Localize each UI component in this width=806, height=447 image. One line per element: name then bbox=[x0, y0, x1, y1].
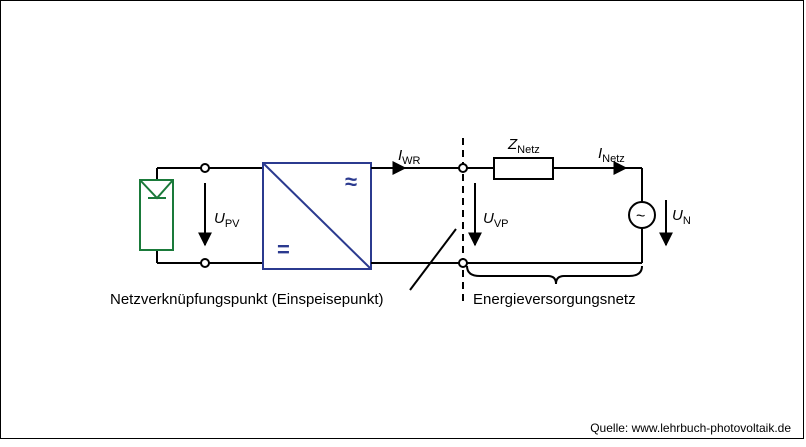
grid-brace bbox=[466, 265, 643, 285]
inverter: ≈ = bbox=[262, 162, 372, 270]
z-netz-label: ZNetz bbox=[507, 136, 540, 156]
connection-point-label: Netzverknüpfungspunkt (Einspeisepunkt) bbox=[110, 291, 384, 308]
ac-source-symbol: ~ bbox=[636, 208, 645, 225]
inverter-dc-symbol: = bbox=[277, 237, 290, 262]
inverter-ac-symbol: ≈ bbox=[345, 169, 357, 194]
u-pv-label: UPV bbox=[214, 210, 240, 230]
i-netz-label: INetz bbox=[598, 145, 625, 165]
u-n-label: UN bbox=[672, 207, 691, 227]
terminal-top-left bbox=[200, 163, 210, 173]
connection-point-leader bbox=[409, 228, 457, 291]
u-vp-label: UVP bbox=[483, 210, 509, 230]
grid-label: Energieversorgungsnetz bbox=[473, 291, 636, 308]
terminal-top-right bbox=[458, 163, 468, 173]
terminal-bottom-left bbox=[200, 258, 210, 268]
pv-module bbox=[139, 168, 174, 263]
dc-wires bbox=[157, 163, 263, 268]
terminal-bottom-right bbox=[458, 258, 468, 268]
i-wr-label: IWR bbox=[398, 147, 421, 167]
source-credit: Quelle: www.lehrbuch-photovoltaik.de bbox=[590, 421, 791, 435]
diagram-frame bbox=[0, 0, 804, 439]
ac-source-icon bbox=[628, 201, 656, 229]
ac-wires bbox=[371, 167, 643, 264]
grid-impedance bbox=[493, 157, 554, 180]
